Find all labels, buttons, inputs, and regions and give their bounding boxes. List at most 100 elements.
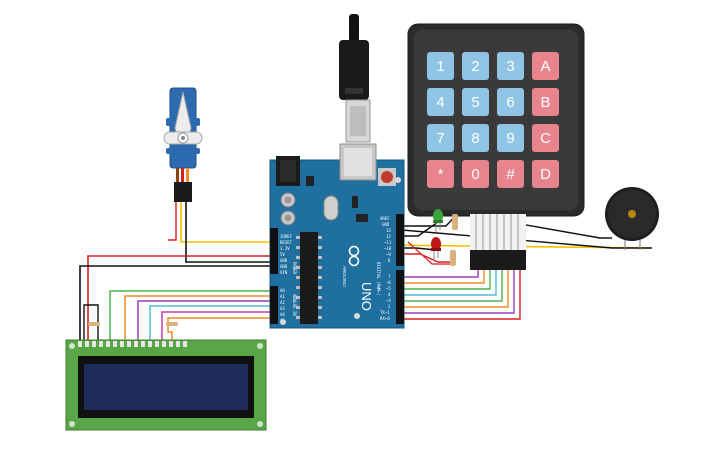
pin-label-d7: 7 [388, 274, 391, 279]
pin-label-gnd1: GND [280, 258, 288, 263]
keypad-key-label: # [506, 166, 515, 183]
keypad-key-label: * [438, 166, 444, 183]
pin-label-tx: TX→1 [380, 310, 390, 315]
board-brand: ARDUINO [342, 266, 347, 287]
keypad-key-d[interactable] [532, 160, 559, 188]
pin-label-d12: 12 [386, 234, 391, 239]
wire-keypad-7 [402, 270, 515, 314]
keypad-key-label: 5 [471, 94, 479, 111]
pin-label-d10: ~10 [384, 246, 392, 251]
pin-label-rx: RX←0 [380, 316, 390, 321]
servo-motor[interactable] [163, 87, 203, 202]
section-label-analog: ANALOG IN [292, 294, 297, 316]
keypad-key-label: D [540, 166, 551, 183]
arduino-uno: UNO ARDUINO IOREF RESET 3.3V 5V GND GND … [269, 143, 405, 329]
pin-label-d5: ~5 [386, 286, 391, 291]
wire-lcd-vcc [87, 255, 272, 340]
reset-button-cap[interactable] [381, 171, 393, 183]
lcd-pin-row [78, 341, 187, 347]
pin-label-d13: 13 [386, 228, 391, 233]
pin-label-d6: ~6 [386, 280, 391, 285]
keypad-key-8[interactable] [462, 124, 489, 152]
resistor-red-led [450, 250, 456, 266]
wire-led-red [402, 247, 437, 251]
wire-lcd-orange [124, 295, 272, 340]
keypad-key-label: B [540, 94, 550, 111]
wire-led-green [402, 221, 439, 237]
keypad-key-5[interactable] [462, 88, 489, 116]
keypad-key-hash[interactable] [497, 160, 524, 188]
keypad-key-b[interactable] [532, 88, 559, 116]
digital-header-bottom[interactable] [396, 270, 404, 324]
wire-lcd-magenta [161, 311, 272, 340]
keypad-key-label: 8 [471, 130, 479, 147]
keypad-key-label: 7 [436, 130, 444, 147]
pin-label-gnd3: GND [382, 222, 390, 227]
keypad-key-7[interactable] [427, 124, 454, 152]
analog-header[interactable] [270, 286, 278, 324]
mounting-hole [280, 319, 286, 325]
mounting-hole [395, 177, 401, 183]
keypad-key-2[interactable] [462, 52, 489, 80]
keypad-key-4[interactable] [427, 88, 454, 116]
pin-label-5v: 5V [280, 252, 285, 257]
pin-label-a1: A1 [280, 294, 285, 299]
keypad-ribbon [470, 214, 526, 254]
keypad-key-label: 2 [471, 58, 479, 75]
keypad-key-c[interactable] [532, 124, 559, 152]
pin-label-gnd2: GND [280, 264, 288, 269]
pin-label-3v3: 3.3V [280, 246, 290, 251]
keypad-key-label: 6 [506, 94, 514, 111]
pin-label-a3: A3 [280, 306, 285, 311]
wire-lcd-purple [137, 300, 272, 340]
keypad-key-1[interactable] [427, 52, 454, 80]
wire-keypad-2 [402, 270, 485, 284]
pin-label-d9: ~9 [386, 252, 391, 257]
keypad-connector [470, 250, 526, 270]
atmega-chip [300, 232, 318, 324]
pin-label-d4: 4 [388, 292, 391, 297]
wire-servo-ground [168, 200, 177, 241]
usb-cable-cord [349, 14, 359, 42]
pin-label-d11: ~11 [384, 240, 392, 245]
pin-label-a4: A4 [280, 312, 285, 317]
keypad-key-star[interactable] [427, 160, 454, 188]
lcd-display [65, 322, 267, 431]
keypad-key-label: A [540, 58, 550, 75]
keypad-key-3[interactable] [497, 52, 524, 80]
lcd-screen [84, 364, 248, 410]
keypad-key-label: 9 [506, 130, 514, 147]
pin-label-d8: 8 [388, 258, 391, 263]
wire-keypad-5 [402, 270, 503, 302]
resistor-lcd-2 [166, 322, 178, 326]
keypad-key-a[interactable] [532, 52, 559, 80]
led-red [431, 237, 441, 260]
pin-label-a2: A2 [280, 300, 285, 305]
power-header[interactable] [270, 228, 278, 274]
keypad-key-6[interactable] [497, 88, 524, 116]
resistor-lcd-1 [88, 322, 100, 326]
board-name: UNO [359, 282, 374, 311]
section-label-power: POWER [292, 262, 297, 275]
usb-cable [339, 14, 371, 143]
wire-keypad-8 [402, 270, 521, 320]
digital-header-top[interactable] [396, 214, 404, 266]
wire-servo-power [185, 200, 272, 263]
wire-lcd-orange2 [167, 317, 272, 340]
wire-keypad-3 [402, 270, 491, 290]
pin-label-reset: RESET [280, 240, 293, 245]
piezo-buzzer [605, 187, 659, 250]
keypad-key-label: 3 [506, 58, 514, 75]
pin-label-aref: AREF [380, 216, 390, 221]
arduino-logo [348, 245, 360, 267]
pin-label-a0: A0 [280, 288, 285, 293]
keypad-key-9[interactable] [497, 124, 524, 152]
wire-lcd-gnd [79, 265, 272, 340]
wire-lcd-cyan [149, 305, 272, 340]
wire-red-led [402, 253, 452, 263]
keypad-key-0[interactable] [462, 160, 489, 188]
pin-label-vin: VIN [280, 270, 288, 275]
led-green [433, 209, 443, 232]
wire-keypad-6 [402, 270, 509, 308]
